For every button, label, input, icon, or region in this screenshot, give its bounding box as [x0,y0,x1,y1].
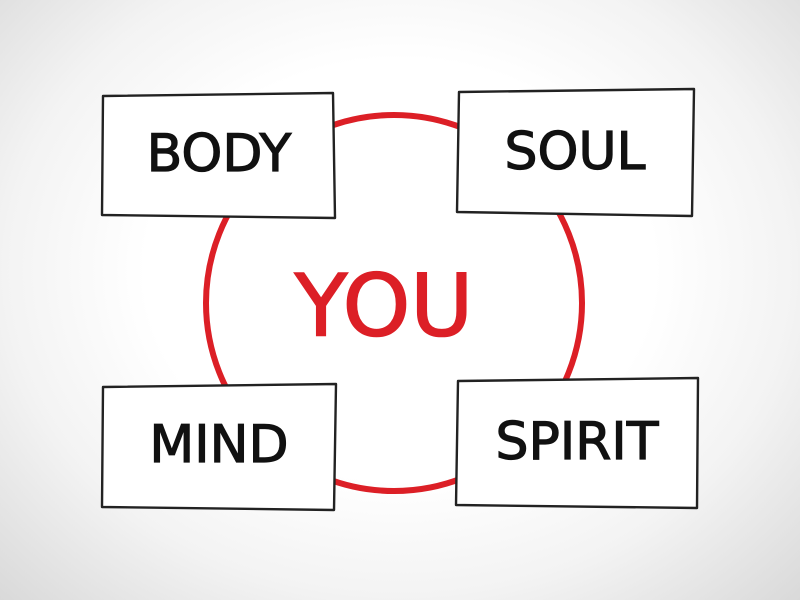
box-mind-frame [100,382,338,512]
box-mind-label: MIND [149,415,288,475]
box-soul-label: SOUL [505,122,646,182]
box-spirit-label: SPIRIT [496,412,659,472]
center-ring [203,112,585,494]
box-soul: SOUL [455,87,696,218]
box-body: BODY [100,91,337,220]
box-mind: MIND [100,382,338,512]
box-spirit: SPIRIT [454,376,700,510]
center-label: YOU [294,256,473,356]
box-body-frame [100,91,337,220]
box-body-label: BODY [147,124,292,184]
box-spirit-frame [454,376,700,510]
box-soul-frame [455,87,696,218]
